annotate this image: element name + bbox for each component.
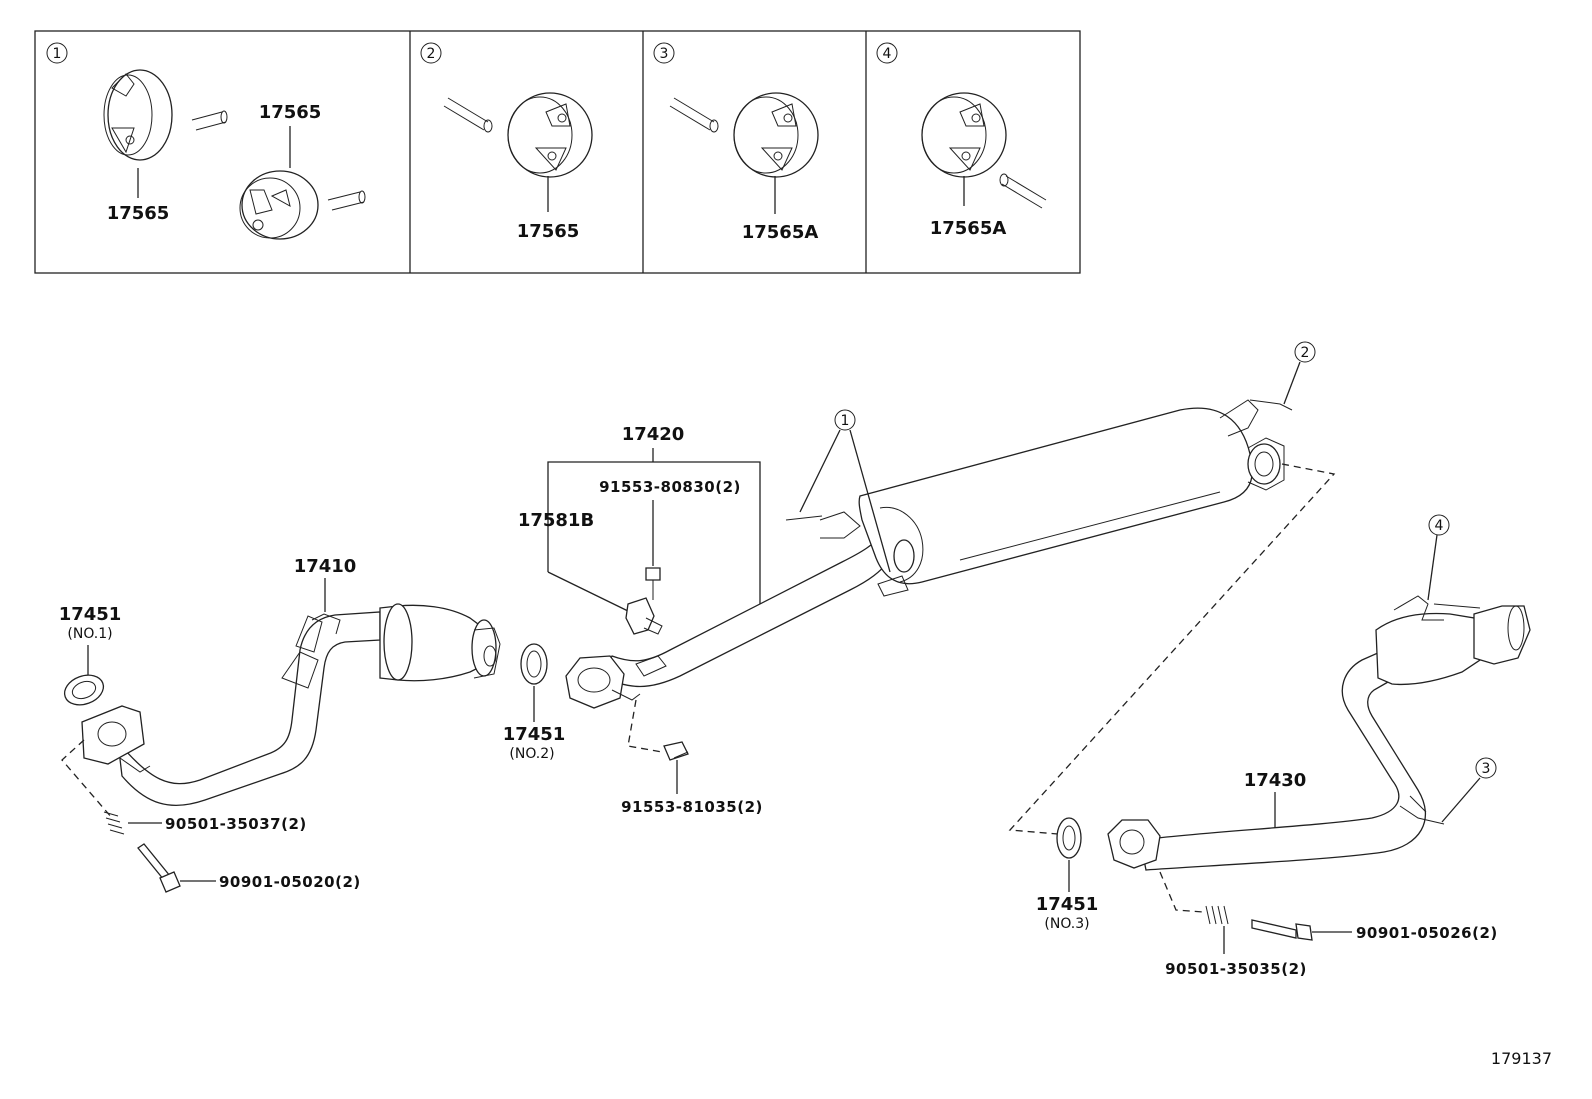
clamp-label: 17581B xyxy=(518,510,594,531)
gasket-ring-icon xyxy=(520,643,548,685)
gasket-no2-label: 17451 xyxy=(503,724,566,745)
center-flange-bolt-label: 91553-81035(2) xyxy=(621,798,763,816)
hanger-callout-3-text: 3 xyxy=(1482,761,1491,777)
gasket-no2-sub: (NO.2) xyxy=(509,746,554,762)
gasket-no3: 17451 (NO.3) xyxy=(1036,817,1099,932)
connection-guide-line xyxy=(1008,463,1336,835)
rubber-hanger-icon xyxy=(733,92,819,178)
inset-3-label: 17565A xyxy=(742,222,819,243)
front-pipe-assembly: 17410 xyxy=(81,556,501,807)
hanger-pin-icon xyxy=(327,190,366,211)
hanger-pin-icon xyxy=(443,97,493,133)
tail-spring-label: 90501-35035(2) xyxy=(1165,960,1307,978)
inset-panel-1: 1 17565 17565 xyxy=(46,42,366,240)
gasket-ring-icon xyxy=(63,674,105,706)
tail-bolt-label: 90901-05026(2) xyxy=(1356,924,1498,942)
inset-panel-4: 4 17565A xyxy=(876,42,1047,239)
rubber-hanger-icon xyxy=(507,92,593,178)
hanger-callout-1-text: 1 xyxy=(841,413,850,429)
front-fasteners: 90501-35037(2) 90901-05020(2) xyxy=(61,739,361,893)
inset-index-1: 1 xyxy=(53,46,62,62)
hanger-callout-3: 3 xyxy=(1441,757,1497,823)
hanger-pin-icon xyxy=(999,173,1047,209)
tail-fasteners: 90501-35035(2) 90901-05026(2) xyxy=(1159,871,1498,978)
tail-pipe-assembly: 17430 xyxy=(1107,595,1531,871)
gasket-no1-sub: (NO.1) xyxy=(67,626,112,642)
clamp-bolt-label: 91553-80830(2) xyxy=(599,478,741,496)
tail-pipe-label: 17430 xyxy=(1244,770,1307,791)
hanger-callout-2: 2 xyxy=(1283,341,1316,405)
inset-2-label: 17565 xyxy=(517,221,580,242)
gasket-no3-sub: (NO.3) xyxy=(1044,916,1089,932)
rubber-hanger-icon xyxy=(103,69,173,161)
front-spring-label: 90501-35037(2) xyxy=(165,815,307,833)
gasket-no2: 17451 (NO.2) xyxy=(503,643,566,762)
bolt-icon xyxy=(1251,919,1313,941)
bolt-icon xyxy=(137,843,181,893)
hanger-callout-4-text: 4 xyxy=(1435,518,1444,534)
inset-frame xyxy=(34,30,1081,274)
rubber-hanger-icon xyxy=(239,170,319,240)
clamp-icon xyxy=(625,597,663,635)
bolt-icon xyxy=(645,567,661,600)
spring-icon xyxy=(1205,905,1229,925)
hanger-pin-icon xyxy=(191,110,228,131)
bolt-icon xyxy=(663,741,689,761)
inset-panel-2: 2 17565 xyxy=(420,42,593,242)
inset-index-3: 3 xyxy=(660,46,669,62)
inset-1-label-b: 17565 xyxy=(259,102,322,123)
inset-panels: 1 17565 17565 xyxy=(34,30,1081,274)
spring-icon xyxy=(103,811,125,835)
center-pipe-label: 17420 xyxy=(622,424,685,445)
gasket-no1: 17451 (NO.1) xyxy=(59,604,122,706)
front-bolt-label: 90901-05020(2) xyxy=(219,873,361,891)
inset-4-label: 17565A xyxy=(930,218,1007,239)
gasket-no1-label: 17451 xyxy=(59,604,122,625)
hanger-callout-1: 1 xyxy=(799,409,891,573)
front-pipe-label: 17410 xyxy=(294,556,357,577)
inset-panel-3: 3 17565A xyxy=(653,42,819,243)
inset-index-4: 4 xyxy=(883,46,892,62)
center-pipe-assembly: 17420 17581B 91553-80830(2) 91553-81035(… xyxy=(518,424,891,816)
gasket-no3-label: 17451 xyxy=(1036,894,1099,915)
diagram-id: 179137 xyxy=(1491,1049,1552,1068)
inset-1-label-a: 17565 xyxy=(107,203,170,224)
gasket-ring-icon xyxy=(1056,817,1082,859)
inset-index-2: 2 xyxy=(427,46,436,62)
hanger-callout-4: 4 xyxy=(1427,514,1450,601)
muffler-assembly xyxy=(785,399,1293,597)
hanger-pin-icon xyxy=(669,97,719,133)
hanger-callout-2-text: 2 xyxy=(1301,345,1310,361)
rubber-hanger-icon xyxy=(921,92,1007,178)
